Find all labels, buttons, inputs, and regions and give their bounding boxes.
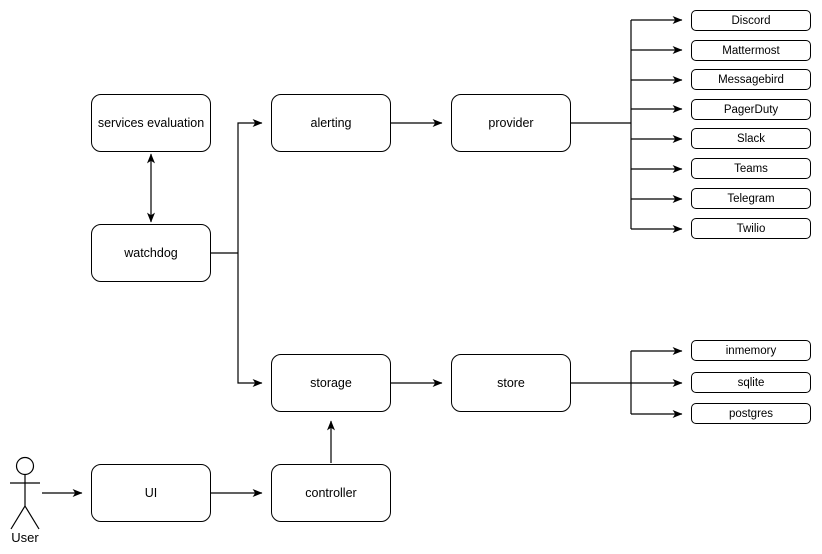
- node-teams[interactable]: Teams: [691, 158, 811, 179]
- node-label: PagerDuty: [723, 103, 779, 116]
- node-label: Twilio: [736, 222, 766, 235]
- node-label: Slack: [736, 132, 766, 145]
- node-mattermost[interactable]: Mattermost: [691, 40, 811, 61]
- node-label: Discord: [731, 14, 771, 27]
- node-label: watchdog: [124, 246, 178, 260]
- node-label: storage: [310, 376, 352, 390]
- node-label: sqlite: [737, 376, 765, 389]
- node-discord[interactable]: Discord: [691, 10, 811, 31]
- node-label: controller: [305, 486, 357, 500]
- node-label: Telegram: [727, 192, 775, 205]
- node-label: UI: [144, 486, 158, 500]
- node-messagebird[interactable]: Messagebird: [691, 69, 811, 90]
- node-label: postgres: [728, 407, 774, 420]
- node-ui[interactable]: UI: [91, 464, 211, 522]
- node-postgres[interactable]: postgres: [691, 403, 811, 424]
- edge-watchdog-alerting: [237, 119, 263, 253]
- node-label: Mattermost: [722, 44, 780, 57]
- node-label: store: [497, 376, 525, 390]
- node-label: provider: [488, 116, 534, 130]
- node-label: services evaluation: [97, 116, 205, 130]
- node-storage[interactable]: storage: [271, 354, 391, 412]
- node-provider[interactable]: provider: [451, 94, 571, 152]
- edge-watchdog-storage: [237, 253, 263, 387]
- node-sqlite[interactable]: sqlite: [691, 372, 811, 393]
- user-actor-figure: [10, 456, 40, 530]
- node-twilio[interactable]: Twilio: [691, 218, 811, 239]
- node-controller[interactable]: controller: [271, 464, 391, 522]
- node-store[interactable]: store: [451, 354, 571, 412]
- node-pagerduty[interactable]: PagerDuty: [691, 99, 811, 120]
- node-watchdog[interactable]: watchdog: [91, 224, 211, 282]
- node-telegram[interactable]: Telegram: [691, 188, 811, 209]
- node-inmemory[interactable]: inmemory: [691, 340, 811, 361]
- node-label: Messagebird: [718, 73, 784, 86]
- user-actor-label: User: [11, 530, 39, 545]
- node-alerting[interactable]: alerting: [271, 94, 391, 152]
- node-label: Teams: [734, 162, 768, 175]
- node-services-evaluation[interactable]: services evaluation: [91, 94, 211, 152]
- node-slack[interactable]: Slack: [691, 128, 811, 149]
- node-label: alerting: [310, 116, 352, 130]
- node-label: inmemory: [725, 344, 777, 357]
